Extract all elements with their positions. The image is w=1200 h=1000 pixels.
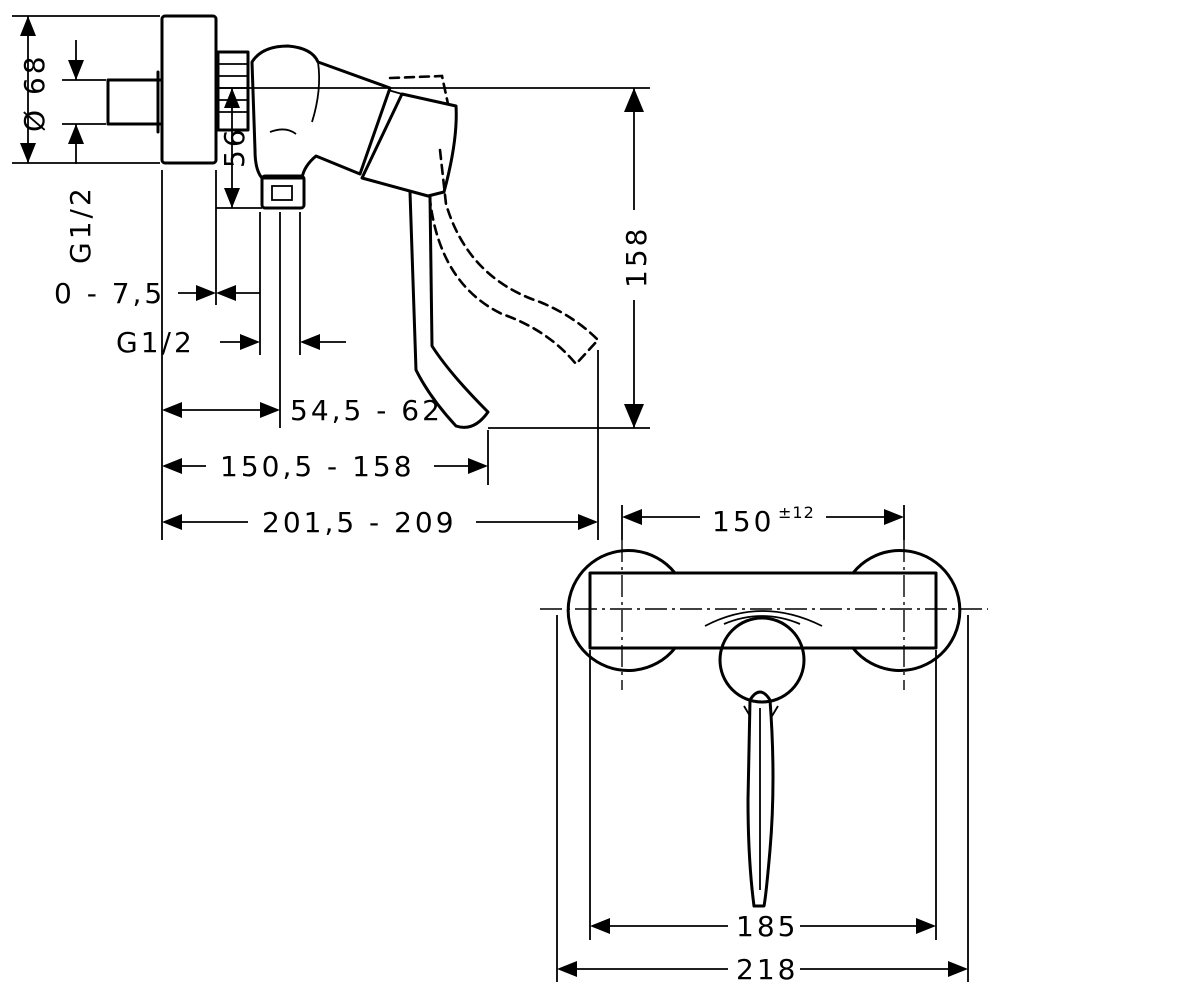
label-height-158: 158 <box>620 226 653 288</box>
label-width-185: 185 <box>736 910 798 943</box>
side-dimensions <box>12 15 650 540</box>
front-dimensions <box>556 505 969 982</box>
label-tolerance: ±12 <box>778 503 815 522</box>
label-centers-150: 150 <box>712 505 774 538</box>
label-width-218: 218 <box>736 953 798 986</box>
handle-hub <box>360 92 458 198</box>
label-diameter-68: Ø 68 <box>18 53 51 132</box>
front-view <box>540 540 988 908</box>
mixer-body-front <box>588 571 938 650</box>
connector-stub <box>106 78 164 126</box>
label-range-0-7-5: 0 - 7,5 <box>54 277 165 310</box>
left-rosette <box>566 549 677 672</box>
label-depth-56: 56 <box>218 126 251 168</box>
mixer-body <box>250 44 392 180</box>
side-view <box>106 14 600 429</box>
lever <box>408 190 490 429</box>
label-range-150-5-158: 150,5 - 158 <box>220 450 415 483</box>
outlet <box>260 174 306 210</box>
label-thread-bottom: G1/2 <box>116 326 195 359</box>
label-range-201-5-209: 201,5 - 209 <box>262 506 457 539</box>
lever-front <box>746 690 775 908</box>
handle-dome <box>718 616 806 704</box>
wall-rosette <box>160 14 218 165</box>
right-rosette <box>851 549 962 672</box>
label-range-54-5-62: 54,5 - 62 <box>290 394 443 427</box>
lever-alternate-position <box>388 74 600 366</box>
label-thread-left: G1/2 <box>64 185 97 264</box>
